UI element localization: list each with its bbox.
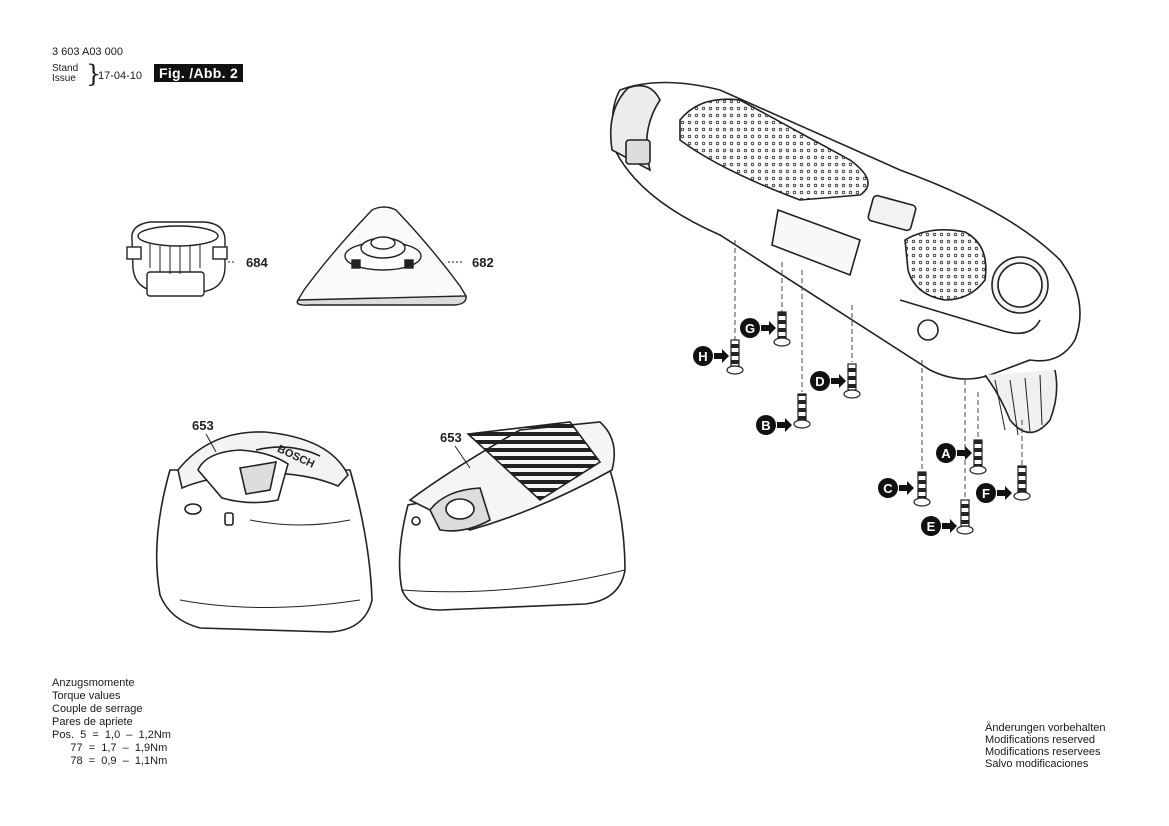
part-684-collar (126, 221, 236, 297)
marker-F: F (976, 483, 1012, 503)
marker-H: H (693, 346, 729, 366)
marker-G: G (740, 318, 776, 338)
marker-C: C (878, 478, 914, 498)
label-684: 684 (246, 255, 268, 270)
issue-date: 17-04-10 (98, 70, 143, 82)
leader-653-right (454, 445, 471, 469)
multitool-housing (609, 81, 1081, 436)
screw-E (956, 499, 974, 535)
torque-title-es: Pares de apriete (52, 716, 133, 728)
modifications-notice: Änderungen vorbehalten Modifications res… (985, 722, 1105, 770)
screw-F (1013, 465, 1031, 501)
screw-markers: H G D B A C F (693, 318, 1012, 536)
torque-row: Pos. 5 = 1,0 – 1,2Nm (52, 729, 171, 741)
screw-C (913, 471, 931, 507)
torque-row: 78 = 0,9 – 1,1Nm (52, 755, 168, 767)
svg-text:F: F (982, 486, 990, 501)
marker-E: E (921, 516, 957, 536)
mod-line-es: Salvo modificaciones (985, 758, 1089, 770)
label-653-right: 653 (440, 430, 462, 445)
svg-text:C: C (883, 481, 893, 496)
marker-A: A (936, 443, 972, 463)
marker-D: D (810, 371, 846, 391)
svg-text:A: A (941, 446, 951, 461)
torque-title-en: Torque values (52, 690, 121, 702)
charger-653-right (398, 421, 626, 611)
screw-A (969, 439, 987, 475)
figure-badge: Fig. /Abb. 2 (154, 64, 244, 82)
screw-D (843, 363, 861, 399)
mod-line-en: Modifications reserved (985, 734, 1096, 746)
torque-title-de: Anzugsmomente (52, 677, 135, 689)
part-682-sanding-pad (296, 206, 468, 306)
label-653-left: 653 (192, 418, 214, 433)
svg-text:G: G (745, 321, 755, 336)
svg-text:B: B (761, 418, 770, 433)
svg-text:H: H (698, 349, 707, 364)
brace-glyph: } (86, 60, 102, 88)
svg-text:E: E (927, 519, 936, 534)
mod-line-de: Änderungen vorbehalten (985, 722, 1106, 734)
torque-values-block: Anzugsmomente Torque values Couple de se… (52, 677, 171, 768)
screw-leaders (734, 240, 1023, 500)
stand-issue-label: Stand Issue (52, 64, 78, 84)
stand-label: Stand (52, 63, 79, 74)
screws (726, 311, 1031, 535)
leader-653-left (205, 433, 217, 453)
part-number: 3 603 A03 000 (52, 46, 123, 58)
torque-row: 77 = 1,7 – 1,9Nm (52, 742, 168, 754)
marker-B: B (756, 415, 792, 435)
screw-B (793, 393, 811, 429)
charger-653-left (155, 431, 373, 633)
label-682: 682 (472, 255, 494, 270)
mod-line-fr: Modifications reservees (985, 746, 1101, 758)
screw-G (773, 311, 791, 347)
torque-title-fr: Couple de serrage (52, 703, 143, 715)
screw-H (726, 339, 744, 375)
svg-text:D: D (815, 374, 824, 389)
issue-label: Issue (52, 73, 76, 84)
